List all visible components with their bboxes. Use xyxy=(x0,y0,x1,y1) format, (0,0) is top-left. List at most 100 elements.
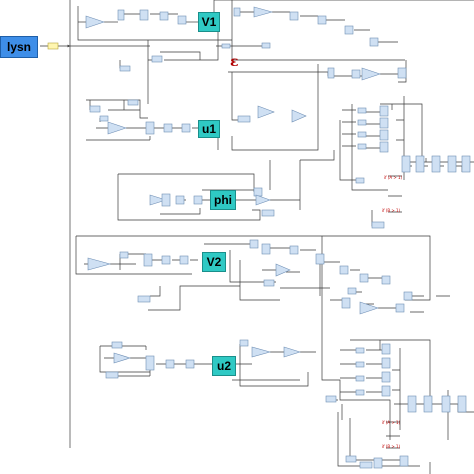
product-block[interactable] xyxy=(395,303,405,313)
gain-block[interactable] xyxy=(275,263,291,277)
integrator-block[interactable] xyxy=(179,255,189,265)
product-block[interactable] xyxy=(339,265,349,275)
display-block[interactable] xyxy=(137,295,151,303)
product-block[interactable] xyxy=(344,25,354,35)
display-block[interactable] xyxy=(263,279,275,287)
display-block[interactable] xyxy=(355,177,365,184)
display-block[interactable] xyxy=(357,107,367,114)
gain-block[interactable] xyxy=(291,109,307,123)
product-block[interactable] xyxy=(315,253,325,265)
display-block[interactable] xyxy=(355,347,365,354)
constant-block[interactable] xyxy=(221,43,231,49)
sum-block[interactable] xyxy=(261,243,271,255)
switch-block[interactable] xyxy=(379,105,389,117)
constant-block[interactable] xyxy=(233,7,241,17)
gain-block[interactable] xyxy=(283,346,302,358)
constant-block[interactable] xyxy=(111,341,123,349)
product-block[interactable] xyxy=(327,67,335,79)
integrator-block[interactable] xyxy=(181,123,191,133)
sum-block[interactable] xyxy=(289,245,299,255)
display-block[interactable] xyxy=(355,375,365,382)
gain-block[interactable] xyxy=(87,257,112,271)
switch-block[interactable] xyxy=(441,395,451,413)
switch-block[interactable] xyxy=(381,385,391,397)
display-block[interactable] xyxy=(261,209,275,217)
switch-block[interactable] xyxy=(381,371,391,383)
constant-block[interactable] xyxy=(253,187,263,197)
display-block[interactable] xyxy=(151,55,163,63)
gain-block[interactable] xyxy=(113,352,132,364)
switch-block[interactable] xyxy=(415,155,425,173)
constant-block[interactable] xyxy=(119,251,129,259)
integrator-block[interactable] xyxy=(193,195,203,205)
switch-block[interactable] xyxy=(447,155,457,173)
switch-block[interactable] xyxy=(401,155,411,173)
product-block[interactable] xyxy=(399,455,409,467)
constant-block[interactable] xyxy=(89,105,101,113)
display-block[interactable] xyxy=(127,99,139,106)
sum-block[interactable] xyxy=(369,37,379,47)
display-block[interactable] xyxy=(359,461,373,469)
integrator-block[interactable] xyxy=(163,123,173,133)
scope-block[interactable] xyxy=(461,155,471,173)
epsilon-label: ε xyxy=(230,54,239,70)
product-block[interactable] xyxy=(381,275,391,285)
constant-block[interactable] xyxy=(261,42,271,49)
switch-block[interactable] xyxy=(381,357,391,369)
scope-block[interactable] xyxy=(457,395,467,413)
product-block[interactable] xyxy=(143,253,153,267)
constant-block[interactable] xyxy=(99,115,109,122)
product-block[interactable] xyxy=(145,121,155,135)
gain-block[interactable] xyxy=(251,346,272,358)
constant-block[interactable] xyxy=(249,239,259,249)
sum-block[interactable] xyxy=(117,9,125,21)
gain-block[interactable] xyxy=(85,15,105,29)
integrator-block[interactable] xyxy=(159,11,169,21)
sum-block[interactable] xyxy=(359,273,369,283)
display-block[interactable] xyxy=(357,131,367,138)
switch-block[interactable] xyxy=(381,343,391,355)
switch-block[interactable] xyxy=(423,395,433,413)
gain-block[interactable] xyxy=(253,6,274,18)
product-block[interactable] xyxy=(341,297,351,309)
display-block[interactable] xyxy=(325,395,337,403)
gain-block[interactable] xyxy=(149,194,168,206)
switch-block[interactable] xyxy=(407,395,417,413)
product-block[interactable] xyxy=(161,193,171,207)
switch-block[interactable] xyxy=(379,117,389,129)
gain-block[interactable] xyxy=(107,121,127,135)
sum-block[interactable] xyxy=(351,69,361,79)
integrator-block[interactable] xyxy=(185,359,195,369)
display-block[interactable] xyxy=(345,455,357,463)
display-block[interactable] xyxy=(357,119,367,126)
display-block[interactable] xyxy=(237,115,251,123)
sum-block[interactable] xyxy=(403,291,413,301)
switch-block[interactable] xyxy=(379,129,389,141)
sum-block[interactable] xyxy=(289,11,299,21)
display-block[interactable] xyxy=(105,371,119,379)
phi-label: phi xyxy=(210,190,236,210)
integrator-block[interactable] xyxy=(175,195,185,205)
display-block[interactable] xyxy=(357,143,367,150)
gain-block[interactable] xyxy=(359,301,379,315)
integrator-block[interactable] xyxy=(177,15,187,25)
switch-block[interactable] xyxy=(379,141,389,153)
gain-block[interactable] xyxy=(257,105,275,119)
gain-block[interactable] xyxy=(255,194,271,206)
display-block[interactable] xyxy=(355,389,365,396)
switch-block[interactable] xyxy=(431,155,441,173)
sum-block[interactable] xyxy=(397,67,407,79)
product-block[interactable] xyxy=(373,457,383,469)
integrator-block[interactable] xyxy=(165,359,175,369)
display-block[interactable] xyxy=(355,361,365,368)
gain-block[interactable] xyxy=(361,67,381,81)
product-block[interactable] xyxy=(139,9,149,21)
product-block[interactable] xyxy=(317,15,327,25)
product-block[interactable] xyxy=(145,355,155,371)
constant-block[interactable] xyxy=(347,287,357,295)
display-block[interactable] xyxy=(119,65,131,72)
rate-transition-block[interactable] xyxy=(47,42,59,50)
display-block[interactable] xyxy=(371,221,385,229)
constant-block[interactable] xyxy=(239,339,249,347)
integrator-block[interactable] xyxy=(161,255,171,265)
